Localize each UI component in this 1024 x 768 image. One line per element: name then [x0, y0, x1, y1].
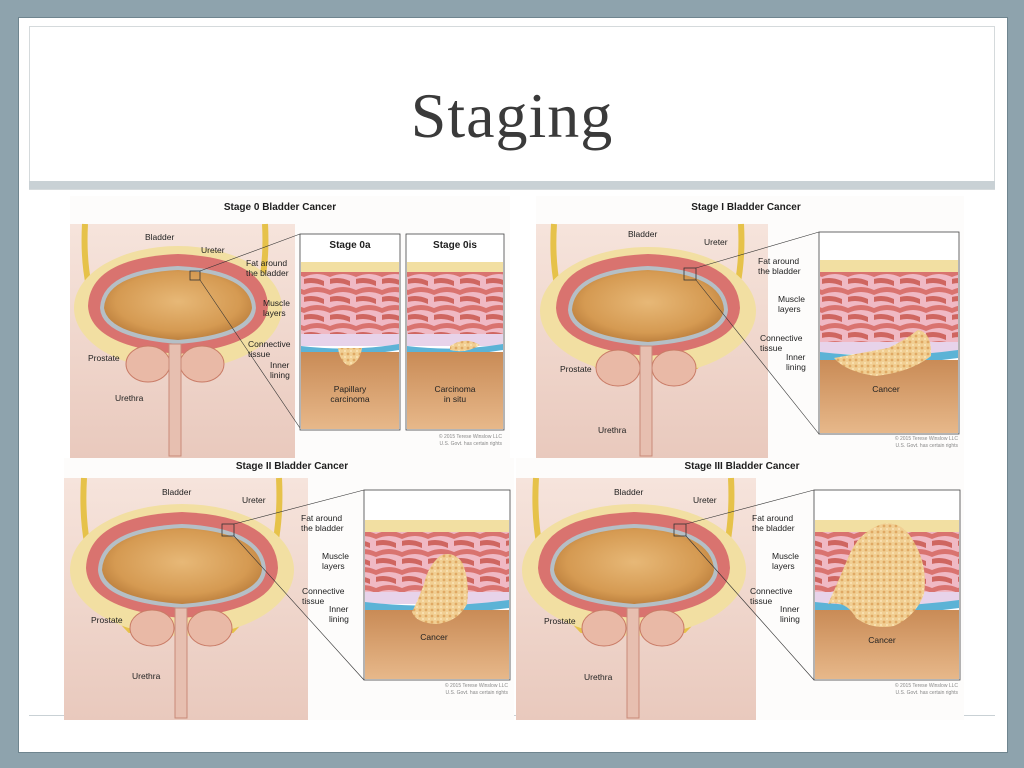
inset-stage-3: Cancer — [813, 489, 961, 681]
stage-1-panel: Stage I Bladder Cancer Bladder Ureter Fa… — [536, 196, 964, 458]
label-ureter: Ureter — [704, 237, 728, 247]
copyright-line-1: © 2015 Terese Winslow LLC — [895, 435, 958, 442]
label-muscle-1: Muscle — [772, 551, 799, 561]
label-inner-1: Inner — [329, 604, 349, 614]
label-muscle-2: layers — [322, 561, 345, 571]
panel-title: Stage III Bladder Cancer — [684, 461, 799, 472]
label-inner-1: Inner — [780, 604, 800, 614]
label-fat-2: the bladder — [752, 523, 795, 533]
label-muscle-1: Muscle — [778, 294, 805, 304]
label-papillary-2: carcinoma — [330, 394, 369, 404]
stage-2-panel: Stage II Bladder Cancer Bladder Ureter F… — [64, 458, 514, 720]
label-inner-2: lining — [780, 614, 800, 624]
inset-stage-0is: Stage 0is Carcinoma in situ — [405, 233, 505, 431]
bladder-cross-section — [64, 477, 308, 720]
label-cis-2: in situ — [444, 394, 466, 404]
label-fat-1: Fat around — [758, 256, 799, 266]
label-bladder: Bladder — [614, 487, 643, 497]
label-urethra: Urethra — [132, 671, 161, 681]
label-inner-1: Inner — [786, 352, 806, 362]
label-urethra: Urethra — [115, 393, 144, 403]
copyright-line-1: © 2015 Terese Winslow LLC — [895, 682, 958, 689]
label-muscle-1: Muscle — [263, 298, 290, 308]
label-inner-2: lining — [329, 614, 349, 624]
label-urethra: Urethra — [584, 672, 613, 682]
label-connective-2: tissue — [248, 349, 270, 359]
label-bladder: Bladder — [628, 229, 657, 239]
label-ureter: Ureter — [201, 245, 225, 255]
label-cancer: Cancer — [420, 632, 448, 642]
label-muscle-2: layers — [772, 561, 795, 571]
label-fat-1: Fat around — [752, 513, 793, 523]
panel-title: Stage II Bladder Cancer — [236, 461, 348, 472]
label-urethra: Urethra — [598, 425, 627, 435]
stage-0-panel: Stage 0 Bladder Cancer Bladder Ureter Fa… — [70, 196, 510, 458]
label-connective-1: Connective — [750, 586, 793, 596]
label-cis-1: Carcinoma — [434, 384, 475, 394]
label-inner-1: Inner — [270, 360, 290, 370]
label-prostate: Prostate — [560, 364, 592, 374]
label-fat-2: the bladder — [246, 268, 289, 278]
label-cancer: Cancer — [868, 635, 896, 645]
label-fat-1: Fat around — [301, 513, 342, 523]
label-prostate: Prostate — [544, 616, 576, 626]
label-connective-2: tissue — [750, 596, 772, 606]
copyright-line-1: © 2015 Terese Winslow LLC — [439, 433, 502, 440]
bladder-cross-section — [516, 477, 756, 720]
label-fat-1: Fat around — [246, 258, 287, 268]
title-divider-band — [29, 181, 995, 189]
bladder-cross-section — [70, 223, 295, 458]
label-connective-2: tissue — [760, 343, 782, 353]
label-muscle-1: Muscle — [322, 551, 349, 561]
label-fat-2: the bladder — [758, 266, 801, 276]
inset-stage-1: Cancer — [818, 231, 960, 435]
panel-title: Stage 0 Bladder Cancer — [224, 202, 336, 213]
label-bladder: Bladder — [145, 232, 174, 242]
inset-title: Stage 0a — [329, 240, 371, 251]
copyright-line-2: U.S. Govt. has certain rights — [439, 441, 502, 447]
label-muscle-2: layers — [263, 308, 286, 318]
label-cancer: Cancer — [872, 384, 900, 394]
label-connective-1: Connective — [248, 339, 291, 349]
label-prostate: Prostate — [88, 353, 120, 363]
title-area: Staging — [29, 26, 995, 190]
copyright-line-2: U.S. Govt. has certain rights — [895, 443, 958, 449]
label-inner-2: lining — [270, 370, 290, 380]
label-papillary-1: Papillary — [334, 384, 367, 394]
label-connective-2: tissue — [302, 596, 324, 606]
label-ureter: Ureter — [693, 495, 717, 505]
inset-stage-2: Cancer — [363, 489, 511, 681]
label-inner-2: lining — [786, 362, 806, 372]
inset-stage-0a: Stage 0a Papillary carcinoma — [299, 233, 401, 431]
label-connective-1: Connective — [302, 586, 345, 596]
label-muscle-2: layers — [778, 304, 801, 314]
label-ureter: Ureter — [242, 495, 266, 505]
label-fat-2: the bladder — [301, 523, 344, 533]
stage-3-panel: Stage III Bladder Cancer Bladder Ureter … — [516, 458, 964, 720]
label-bladder: Bladder — [162, 487, 191, 497]
slide-title: Staging — [410, 80, 614, 151]
copyright-line-2: U.S. Govt. has certain rights — [445, 690, 508, 696]
inset-title: Stage 0is — [433, 240, 477, 251]
copyright-line-1: © 2015 Terese Winslow LLC — [445, 682, 508, 689]
label-connective-1: Connective — [760, 333, 803, 343]
bladder-cross-section — [536, 223, 768, 458]
panel-title: Stage I Bladder Cancer — [691, 202, 801, 213]
copyright-line-2: U.S. Govt. has certain rights — [895, 690, 958, 696]
label-prostate: Prostate — [91, 615, 123, 625]
